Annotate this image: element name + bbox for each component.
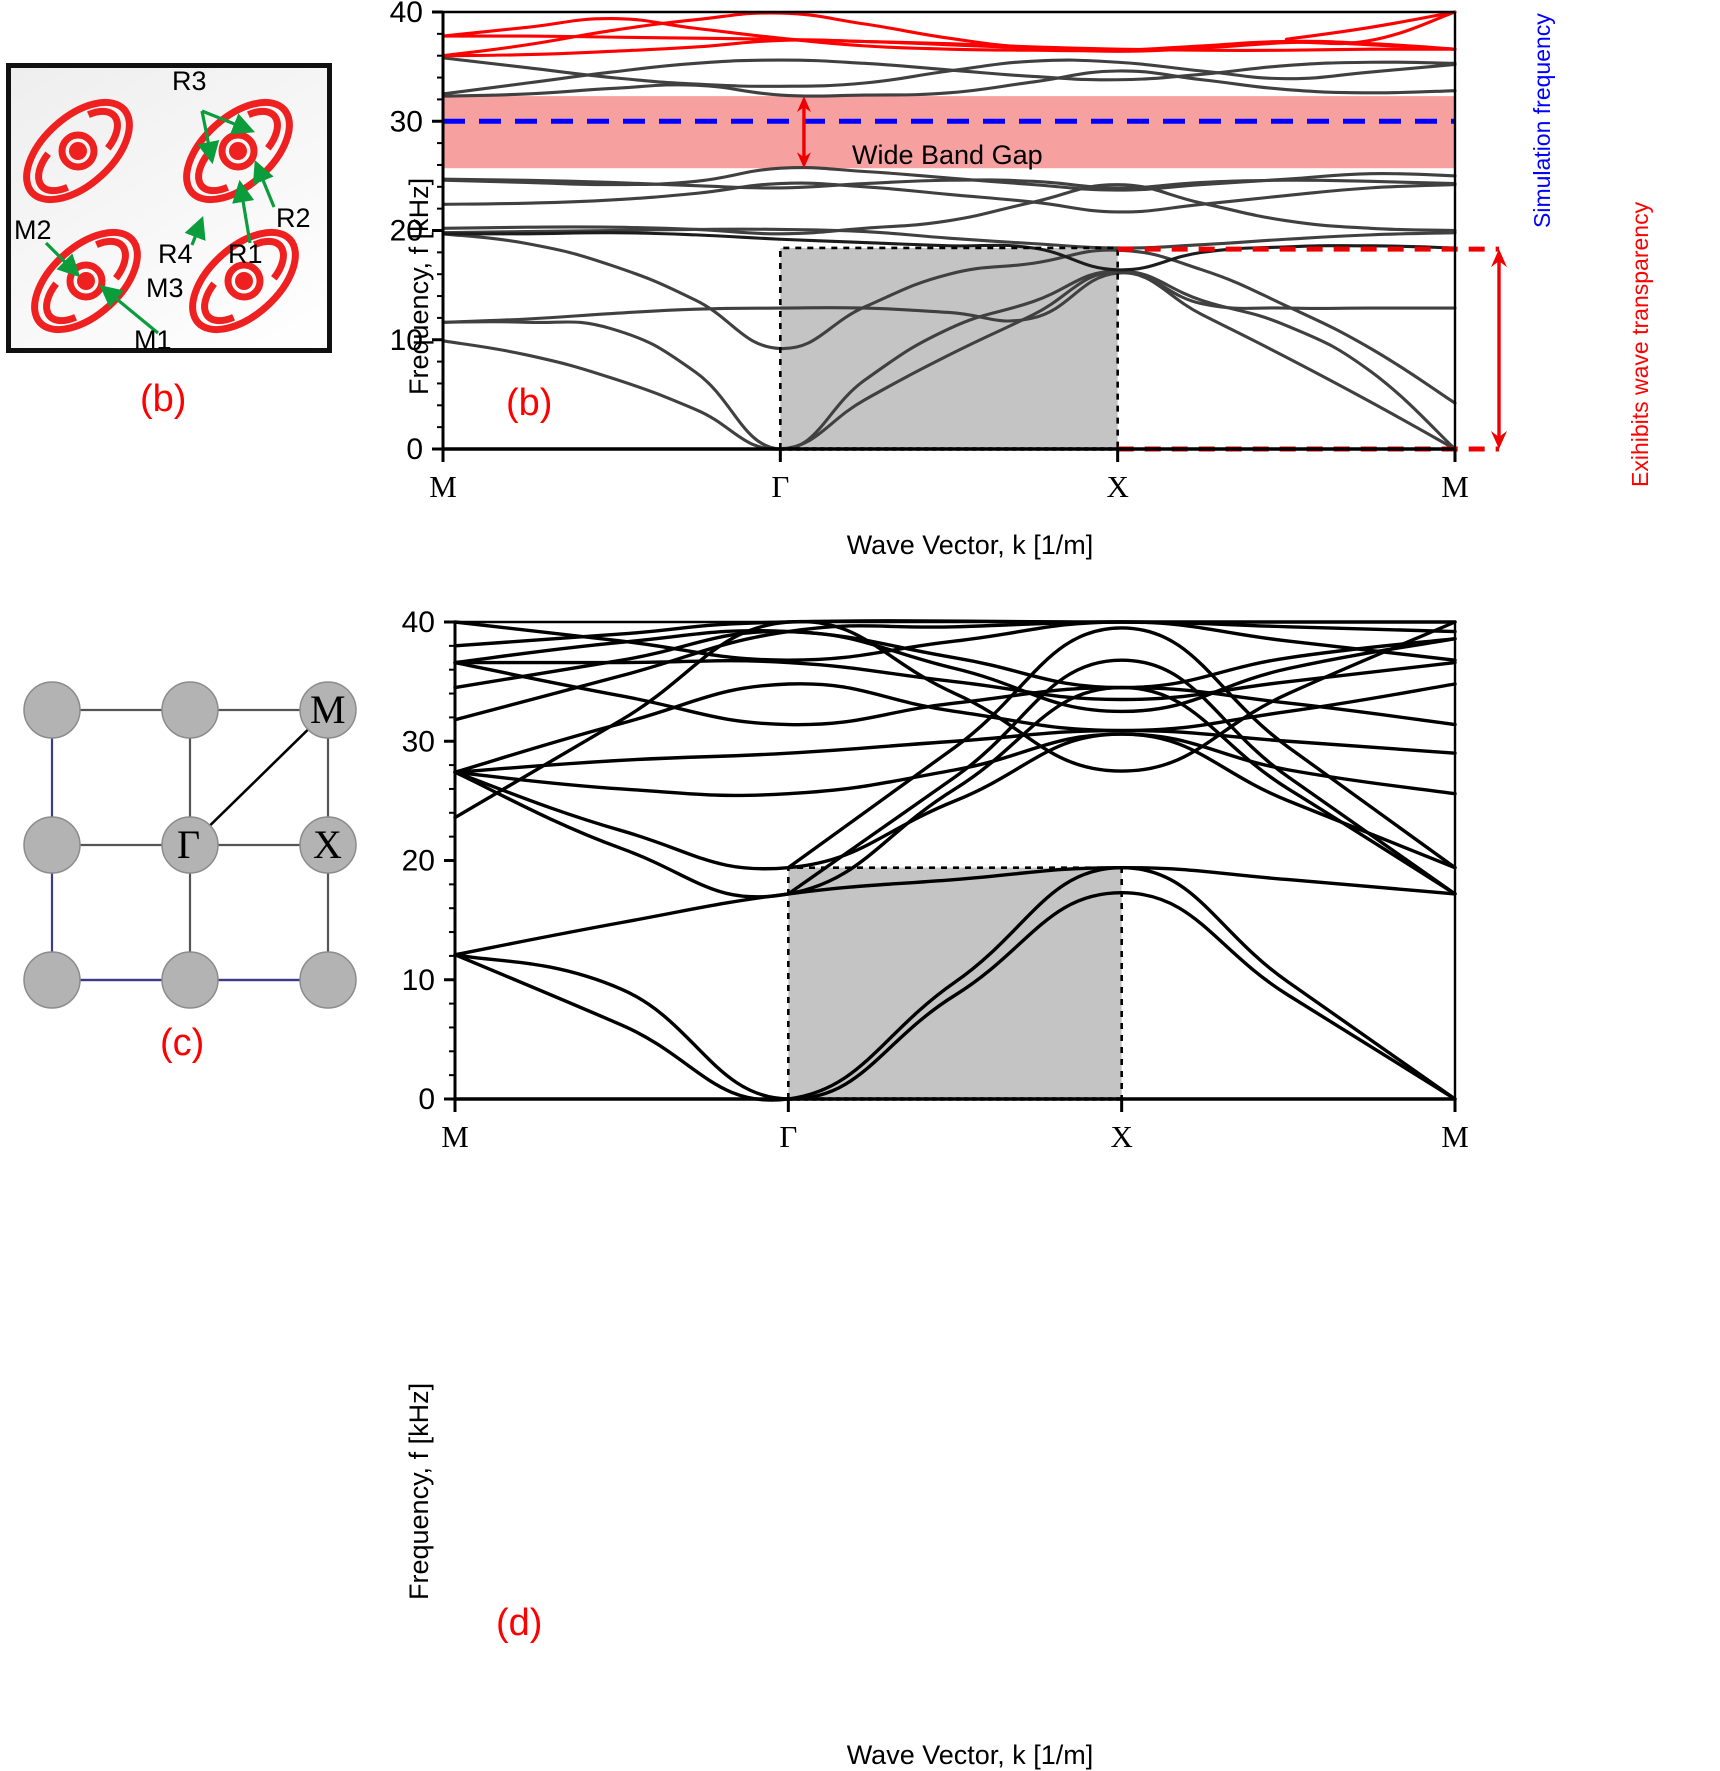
wide-band-gap-label: Wide Band Gap <box>852 140 1043 170</box>
panel-b-band-structure: Frequency, f [kHz] Wave Vector, k [1/m] … <box>0 0 1720 580</box>
panel-c-label-gamma: Γ <box>177 822 201 867</box>
band-curve <box>441 183 1457 236</box>
band-gap-arrow-head-down <box>796 152 811 169</box>
band-curve <box>453 629 1457 714</box>
band-curve <box>453 732 1457 871</box>
shaded-irreducible-zone <box>780 247 1118 449</box>
panel-d-ylabel: Frequency, f [kHz] <box>404 1382 434 1600</box>
band-curve <box>441 56 1457 88</box>
band-gap-arrow-head-up <box>796 96 811 113</box>
y-tick-label: 20 <box>390 215 423 248</box>
x-tick-label: Γ <box>779 1119 797 1154</box>
band-curve <box>453 620 1457 722</box>
y-tick-label: 40 <box>402 606 435 639</box>
y-tick-label: 30 <box>402 725 435 758</box>
band-curve <box>441 232 1457 405</box>
band-curve <box>441 69 1457 98</box>
x-tick-label: M <box>429 469 457 504</box>
band-curve <box>441 271 1457 324</box>
panel-b-plot: 0 10 20 30 40M Γ X M <box>390 0 1507 504</box>
lattice-nodes <box>23 681 357 1009</box>
band-curve <box>441 165 1457 192</box>
label-m2: M2 <box>14 215 52 245</box>
panel-b-xlabel: Wave Vector, k [1/m] <box>846 530 1094 560</box>
transparency-arrow-head-up <box>1491 249 1507 268</box>
x-tick-label: M <box>441 1119 469 1154</box>
caption-d: (d) <box>496 1602 543 1644</box>
panel-a-drawing <box>23 98 299 335</box>
label-r2: R2 <box>276 203 311 233</box>
x-tick-label: M <box>1441 1119 1469 1154</box>
caption-a: (b) <box>140 378 187 420</box>
panel-b-ylabel: Frequency, f [kHz] <box>404 177 434 395</box>
panel-c-drawing <box>23 681 357 1009</box>
band-curve <box>453 728 1457 774</box>
band-curve <box>441 227 1457 250</box>
y-tick-label: 30 <box>390 105 423 138</box>
y-tick-label: 0 <box>406 433 423 466</box>
y-tick-label: 20 <box>402 845 435 878</box>
band-curve <box>786 658 1457 896</box>
band-gap-region <box>443 96 1455 169</box>
x-tick-label: Γ <box>771 469 789 504</box>
panel-d-plot: 0 10 20 30 40M Γ X M <box>402 606 1469 1154</box>
panel-a-leader-lines <box>44 109 276 335</box>
panel-c-brillouin-zone: M Γ X <box>10 660 370 1020</box>
band-curve <box>786 626 1457 870</box>
y-tick-label: 10 <box>402 964 435 997</box>
panel-c-label-x: X <box>313 822 342 867</box>
y-tick-label: 0 <box>418 1083 435 1116</box>
simulation-frequency-note: Simulation frequency <box>1529 13 1555 228</box>
label-r1: R1 <box>228 239 263 269</box>
band-curve <box>453 865 1457 1102</box>
band-curve <box>441 58 1457 96</box>
band-curve <box>441 269 1457 451</box>
panel-c-label-m: M <box>310 687 346 732</box>
panel-a-border <box>6 63 332 353</box>
label-r3: R3 <box>172 66 207 96</box>
resonator-top-left <box>23 98 133 204</box>
band-curve <box>453 619 1457 820</box>
resonator-bottom-right <box>189 228 299 334</box>
band-curve <box>453 682 1457 774</box>
caption-c: (c) <box>160 1022 205 1064</box>
band-curve <box>453 660 1457 727</box>
irreducible-zone-outline <box>787 866 1123 1099</box>
band-curve <box>453 685 1457 899</box>
panel-d-band-structure: Frequency, f [kHz] Wave Vector, k [1/m] … <box>0 590 1720 1770</box>
panel-a-unit-cell: R3 R2 R4 R1 M2 M3 M1 <box>6 63 332 355</box>
x-tick-label: X <box>1106 469 1128 504</box>
band-curve <box>441 181 1457 214</box>
band-curve <box>453 620 1457 662</box>
band-curve <box>1284 10 1457 41</box>
band-curve <box>453 658 1457 702</box>
label-m3: M3 <box>146 273 184 303</box>
band-curve <box>441 10 1457 58</box>
y-tick-label: 10 <box>390 324 423 357</box>
y-tick-label: 40 <box>390 0 423 29</box>
band-curve <box>453 891 1457 1101</box>
panel-d-xlabel: Wave Vector, k [1/m] <box>846 1740 1094 1770</box>
irreducible-zone-outline <box>779 246 1119 449</box>
path-gamma-to-m <box>189 709 329 846</box>
band-curve <box>453 865 1457 957</box>
caption-b: (b) <box>506 382 553 424</box>
x-tick-label: M <box>1441 469 1469 504</box>
band-curve <box>453 732 1457 798</box>
x-tick-label: X <box>1110 1119 1132 1154</box>
transparency-arrow-head-down <box>1491 431 1507 449</box>
label-r4: R4 <box>158 239 193 269</box>
wave-transparency-note: Exihibits wave transparency <box>1627 201 1653 487</box>
band-curve <box>441 270 1457 451</box>
label-m1: M1 <box>134 325 172 355</box>
